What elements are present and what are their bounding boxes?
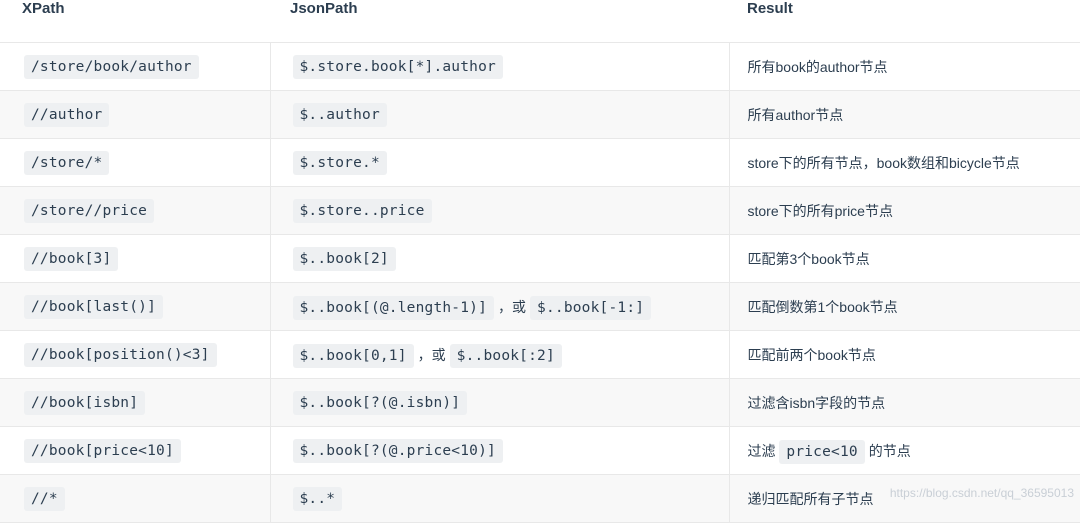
result-code: price<10	[779, 439, 865, 464]
xpath-code: //book[3]	[24, 247, 119, 271]
result-cell: 匹配前两个book节点	[728, 330, 1080, 379]
jsonpath-code: $..book[2]	[292, 247, 396, 271]
xpath-cell: /store/*	[0, 138, 271, 187]
jsonpath-code: $.store.book[*].author	[292, 55, 503, 79]
watermark: https://blog.csdn.net/qq_36595013	[889, 486, 1074, 500]
xpath-cell: //book[last()]	[0, 282, 271, 331]
jsonpath-alt-code: $..book[-1:]	[530, 295, 652, 320]
jsonpath-code: $..author	[292, 103, 387, 127]
jsonpath-cell: $.store.*	[269, 138, 730, 187]
xpath-code: /store/*	[24, 151, 110, 175]
result-prefix: 过滤	[747, 442, 776, 459]
table-header-row: XPath JsonPath Result	[0, 0, 1080, 43]
jsonpath-code: $..*	[292, 487, 343, 511]
jsonpath-code: $.store..price	[292, 199, 432, 223]
jsonpath-separator: ，或	[498, 298, 527, 315]
table-row: //book[price<10] $..book[?(@.price<10)] …	[0, 426, 1080, 475]
result-cell: 过滤 price<10 的节点	[728, 426, 1080, 475]
xpath-cell: /store/book/author	[0, 42, 271, 91]
result-cell: 所有book的author节点	[728, 42, 1080, 91]
table-row: /store/book/author $.store.book[*].autho…	[0, 42, 1080, 91]
header-result: Result	[729, 0, 1080, 43]
result-cell: store下的所有节点，book数组和bicycle节点	[728, 138, 1080, 187]
table-row: /store/* $.store.* store下的所有节点，book数组和bi…	[0, 138, 1080, 187]
xpath-code: /store/book/author	[24, 55, 199, 79]
jsonpath-code: $..book[(@.length-1)]	[292, 295, 495, 320]
jsonpath-code: $..book[0,1]	[292, 343, 414, 368]
result-cell: 匹配倒数第1个book节点	[728, 282, 1080, 331]
xpath-cell: //book[price<10]	[0, 426, 271, 475]
xpath-cell: //author	[0, 90, 271, 139]
jsonpath-cell: $..book[?(@.price<10)]	[269, 426, 730, 475]
result-cell: 所有author节点	[728, 90, 1080, 139]
result-cell: 匹配第3个book节点	[728, 234, 1080, 283]
table-row: //book[last()] $..book[(@.length-1)]，或$.…	[0, 282, 1080, 331]
xpath-code: //book[position()<3]	[24, 343, 217, 367]
xpath-code: //book[last()]	[24, 295, 164, 319]
xpath-code: /store//price	[24, 199, 155, 223]
table-row: //book[position()<3] $..book[0,1]，或$..bo…	[0, 330, 1080, 379]
result-suffix: 的节点	[868, 442, 911, 459]
jsonpath-cell: $..author	[269, 90, 730, 139]
xpath-cell: //book[isbn]	[0, 378, 271, 427]
jsonpath-cell: $..book[?(@.isbn)]	[269, 378, 730, 427]
xpath-code: //*	[24, 487, 65, 511]
jsonpath-cell: $..*	[269, 474, 730, 523]
table-row: //book[isbn] $..book[?(@.isbn)] 过滤含isbn字…	[0, 378, 1080, 427]
jsonpath-cell: $..book[2]	[269, 234, 730, 283]
result-cell: 过滤含isbn字段的节点	[728, 378, 1080, 427]
xpath-cell: //book[position()<3]	[0, 330, 271, 379]
xpath-code: //book[price<10]	[24, 439, 181, 463]
jsonpath-cell: $.store..price	[269, 186, 730, 235]
header-xpath: XPath	[0, 0, 270, 43]
xpath-code: //author	[24, 103, 110, 127]
header-jsonpath: JsonPath	[270, 0, 729, 43]
jsonpath-alt-code: $..book[:2]	[449, 343, 562, 368]
table-row: //book[3] $..book[2] 匹配第3个book节点	[0, 234, 1080, 283]
xpath-cell: /store//price	[0, 186, 271, 235]
xpath-cell: //book[3]	[0, 234, 271, 283]
jsonpath-separator: ，或	[417, 346, 446, 363]
table-row: /store//price $.store..price store下的所有pr…	[0, 186, 1080, 235]
table-row: //author $..author 所有author节点	[0, 90, 1080, 139]
jsonpath-code: $.store.*	[292, 151, 387, 175]
xpath-cell: //*	[0, 474, 271, 523]
jsonpath-cell: $..book[0,1]，或$..book[:2]	[269, 330, 730, 379]
jsonpath-code: $..book[?(@.isbn)]	[292, 391, 468, 415]
jsonpath-cell: $.store.book[*].author	[269, 42, 730, 91]
jsonpath-code: $..book[?(@.price<10)]	[292, 439, 503, 463]
jsonpath-cell: $..book[(@.length-1)]，或$..book[-1:]	[269, 282, 730, 331]
xpath-code: //book[isbn]	[24, 391, 146, 415]
result-cell: store下的所有price节点	[728, 186, 1080, 235]
